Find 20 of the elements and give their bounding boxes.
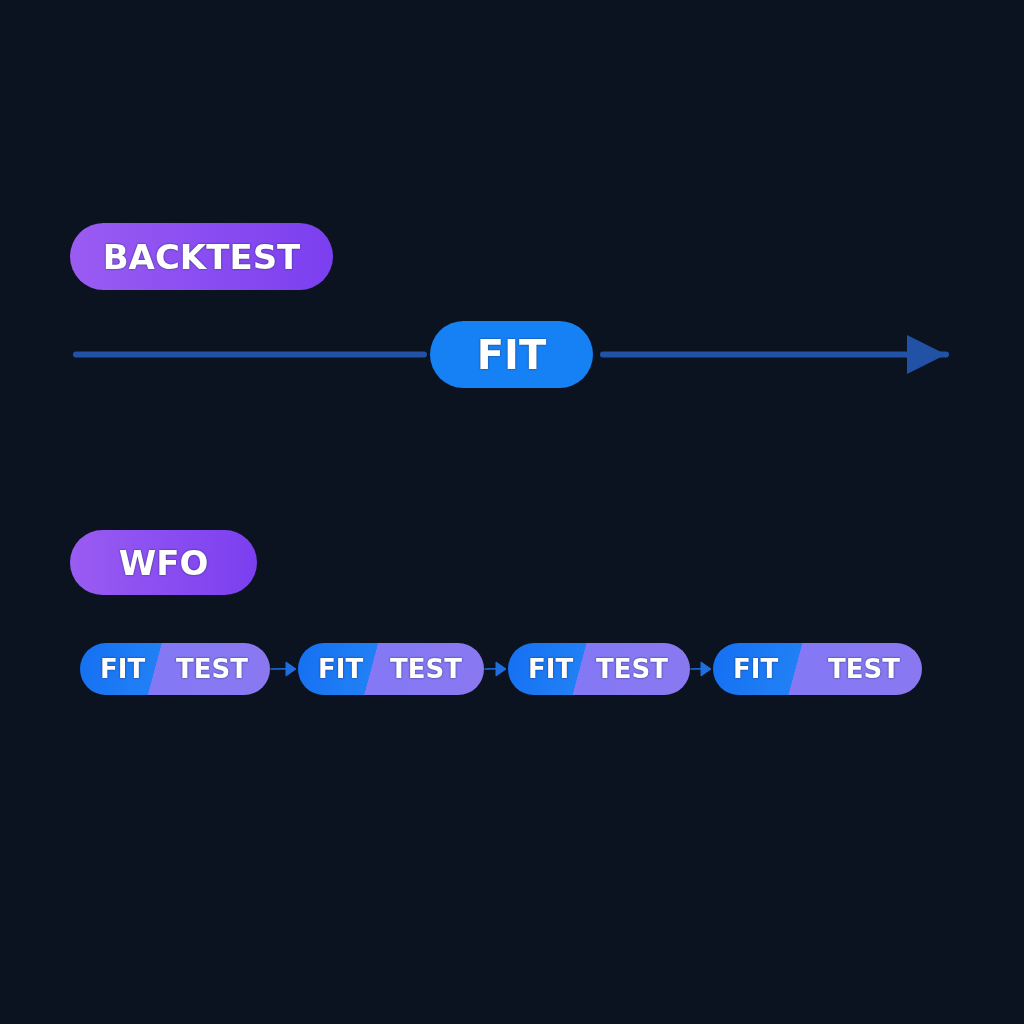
fit-label: FIT <box>100 654 146 684</box>
test-label: TEST <box>176 654 248 684</box>
pill-label: WFO <box>118 542 209 583</box>
pill-label: FIT <box>476 331 547 378</box>
fit-test-window <box>713 643 922 695</box>
arrow <box>270 661 297 677</box>
timeline-arrow <box>600 335 949 374</box>
fit-test-window <box>80 643 270 695</box>
fit-label: FIT <box>528 654 574 684</box>
test-label: TEST <box>390 654 462 684</box>
fit-test-window <box>508 643 690 695</box>
test-label: TEST <box>596 654 668 684</box>
fit-label: FIT <box>318 654 364 684</box>
arrow <box>484 661 507 677</box>
pill-label: BACKTEST <box>102 236 301 277</box>
fit-test-window <box>298 643 484 695</box>
timeline-line <box>73 351 427 358</box>
fit-label: FIT <box>733 654 779 684</box>
arrow <box>690 661 712 677</box>
test-label: TEST <box>828 654 900 684</box>
